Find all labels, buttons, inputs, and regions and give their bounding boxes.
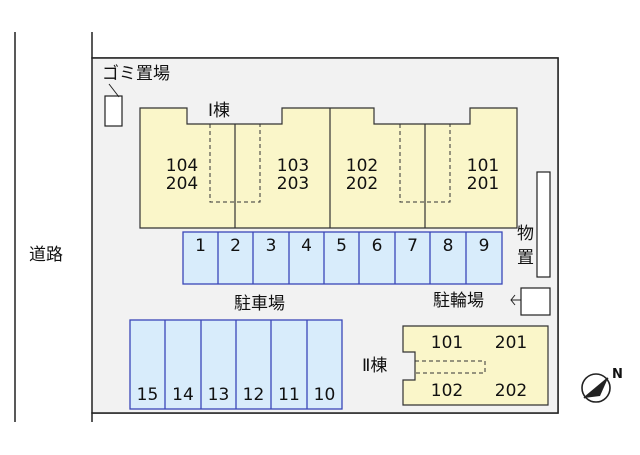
- storage-shed: [536, 171, 551, 278]
- parking-space-6: 6: [371, 236, 383, 256]
- parking-space-15: 15: [136, 385, 159, 405]
- unit-102-202: 102 202: [337, 157, 387, 193]
- parking-space-5: 5: [336, 236, 347, 256]
- unit-lower-number: 104: [165, 156, 199, 176]
- bike-parking-box: [520, 287, 551, 316]
- stair-dashed-right: [399, 123, 451, 203]
- unit-103-203: 103 203: [268, 157, 318, 193]
- parking-space-7: 7: [407, 236, 418, 256]
- unit-upper-number: 201: [466, 174, 500, 194]
- parking-label: 駐車場: [234, 294, 285, 314]
- road-label: 道路: [29, 245, 63, 265]
- unit-2-201: 201: [494, 333, 528, 353]
- unit-101-201: 101 201: [458, 157, 508, 193]
- unit-lower-number: 101: [466, 156, 500, 176]
- building-2-label: Ⅱ棟: [362, 356, 388, 376]
- north-label: N: [612, 367, 623, 382]
- building-2-dashed-corridor: [414, 360, 486, 374]
- parking-space-10: 10: [313, 385, 336, 405]
- stair-dashed-left: [209, 123, 261, 203]
- unit-2-102: 102: [430, 381, 464, 401]
- building-2-outline: [402, 325, 549, 406]
- parking-space-13: 13: [207, 385, 230, 405]
- garbage-label: ゴミ置場: [102, 64, 170, 84]
- building-1-label: Ⅰ棟: [208, 101, 231, 121]
- storage-label-2: 置: [517, 248, 534, 268]
- parking-row-1: [182, 231, 503, 285]
- garbage-leader-line: [108, 83, 120, 98]
- unit-104-204: 104 204: [157, 157, 207, 193]
- bike-parking-label: 駐輪場: [433, 291, 484, 311]
- garbage-area-box: [104, 95, 123, 127]
- parking-row-2-dividers: [164, 320, 308, 409]
- compass-icon: [581, 373, 611, 403]
- parking-space-9: 9: [478, 236, 490, 256]
- unit-2-101: 101: [430, 333, 464, 353]
- parking-row-1-dividers: [217, 232, 467, 284]
- unit-upper-number: 202: [345, 174, 379, 194]
- building-1-outline: [139, 107, 518, 229]
- parking-space-12: 12: [242, 385, 265, 405]
- unit-upper-number: 204: [165, 174, 199, 194]
- unit-2-202: 202: [494, 381, 528, 401]
- parking-space-4: 4: [301, 236, 312, 256]
- storage-label-1: 物: [517, 224, 534, 244]
- parking-space-3: 3: [265, 236, 277, 256]
- unit-lower-number: 102: [345, 156, 379, 176]
- parking-space-8: 8: [442, 236, 454, 256]
- parking-space-11: 11: [278, 385, 300, 405]
- parking-space-14: 14: [172, 385, 194, 405]
- unit-lower-number: 103: [276, 156, 310, 176]
- parking-space-1: 1: [195, 236, 206, 256]
- bike-leader-line: [510, 294, 521, 306]
- parking-space-2: 2: [230, 236, 241, 256]
- unit-upper-number: 203: [276, 174, 310, 194]
